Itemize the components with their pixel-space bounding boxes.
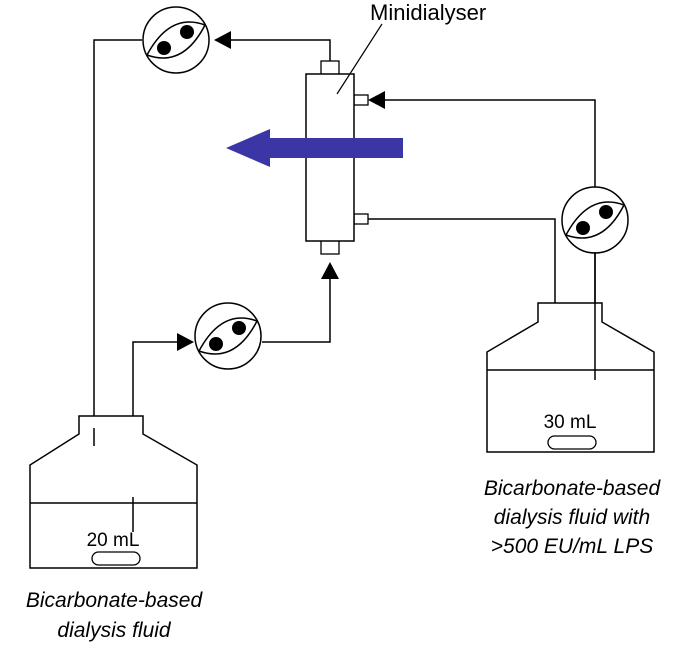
diffusion-arrow [226,129,403,167]
tube-top-pump-to-left-bottle [93,39,142,428]
dialyser-label: Minidialyser [370,0,486,25]
dialyser-side-port-lower [353,213,369,225]
dialyser-top-port [320,60,340,76]
pump-top [142,6,210,74]
right-caption-line-1: Bicarbonate-based [484,477,662,500]
left-stir-bar [91,551,141,566]
arrowhead-into-dialyser-bottom [321,262,339,279]
dialyser-side-port-upper [353,94,369,106]
arrowhead-into-lower-pump [177,333,194,351]
tube-pump-to-dialyser [262,275,331,343]
pump-bottom [194,302,262,370]
diffusion-arrow-head [226,129,270,167]
left-volume-label: 20 mL [87,530,140,551]
diffusion-arrow-shaft [263,138,403,158]
tube-right-pump-to-dialyser [382,99,596,190]
right-caption-line-3: >500 EU/mL LPS [491,535,653,558]
left-caption-line-2: dialysis fluid [57,619,172,642]
tube-dialyser-to-right-bottle [367,218,556,318]
left-bottle [29,415,198,569]
right-bottle [486,302,655,453]
left-caption-line-1: Bicarbonate-based [26,589,204,612]
right-volume-label: 30 mL [544,412,597,433]
right-caption-line-2: dialysis fluid with [494,506,650,529]
dialyser-label-leader [336,23,383,95]
arrowhead-into-top-pump [214,31,231,49]
pump-right [561,186,629,254]
arrowhead-into-dialyser-side [368,91,385,109]
dialyser-bottom-port [320,239,340,255]
tube-dialyser-return [228,39,331,62]
right-stir-bar [547,435,597,450]
